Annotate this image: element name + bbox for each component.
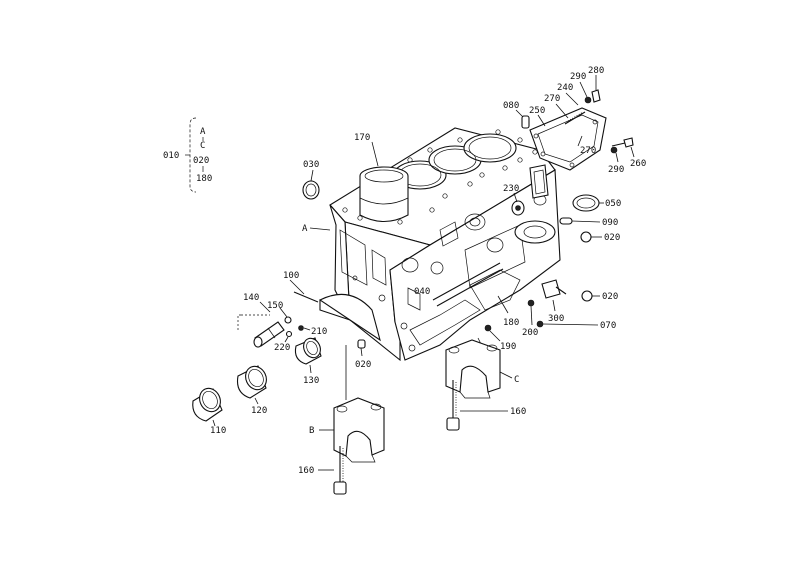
label-240: 240 [557,83,573,93]
label-160-right: 160 [510,407,526,417]
part-020-lower: 020 [355,339,371,370]
legend-group: 010 A C 020 180 [163,117,212,193]
label-020-middle: 020 [602,292,618,302]
label-290-lower: 290 [608,165,624,175]
label-260: 260 [630,159,646,169]
legend-item-c: C [200,141,205,151]
part-160-bolt-left: 160 [298,446,347,495]
label-270-lower: 270 [580,146,596,156]
part-020-middle: 020 [581,290,618,302]
label-140: 140 [243,293,259,303]
part-130-bushing: 130 [294,337,322,386]
label-100: 100 [283,271,299,281]
part-220: 220 [274,330,293,353]
part-100-pin: 100 [283,271,319,303]
legend-item-180: 180 [196,174,212,184]
part-210: 210 [298,325,327,337]
rear-cover-group: 080 250 270 240 290 280 270 290 260 [503,66,646,175]
part-160-bolt-right: 160 [446,380,526,431]
part-150: 150 [267,301,292,324]
label-a: A [302,224,308,234]
label-040: 040 [414,287,430,297]
label-300: 300 [548,314,564,324]
part-140-sensor: 140 [237,293,285,348]
label-180: 180 [503,318,519,328]
label-250: 250 [529,106,545,116]
label-170: 170 [354,133,370,143]
part-050-plug: 050 [572,194,621,212]
part-c-bearing-cap: C [445,339,519,399]
part-180: 180 [497,295,519,328]
label-230: 230 [503,184,519,194]
legend-item-020: 020 [193,156,209,166]
part-040-tube: 040 [414,262,504,307]
label-070: 070 [600,321,616,331]
label-270-upper: 270 [544,94,560,104]
part-190: 190 [484,324,516,352]
label-200: 200 [522,328,538,338]
legend-main-label: 010 [163,151,179,161]
label-110: 110 [210,426,226,436]
part-110-bushing: 110 [192,387,226,436]
label-120: 120 [251,406,267,416]
label-190: 190 [500,342,516,352]
cylinder-block [318,127,561,362]
part-070: 070 [536,320,616,331]
part-120-bushing: 120 [236,365,267,416]
part-020-upper: 020 [580,231,620,243]
label-220: 220 [274,343,290,353]
label-160-left: 160 [298,466,314,476]
label-c: C [514,375,519,385]
label-290-upper: 290 [570,72,586,82]
label-020-upper: 020 [604,233,620,243]
part-030-plug: 030 [302,160,320,200]
label-210: 210 [311,327,327,337]
label-090: 090 [602,218,618,228]
part-230: 230 [503,184,525,216]
part-300-sender: 300 [541,279,567,324]
label-b: B [309,426,314,436]
label-130: 130 [303,376,319,386]
part-200: 200 [522,299,538,338]
part-b-bearing-cap: B [309,397,385,463]
label-050: 050 [605,199,621,209]
label-150: 150 [267,301,283,311]
label-080: 080 [503,101,519,111]
part-090: 090 [559,217,618,228]
label-280: 280 [588,66,604,76]
marker-a: A [302,224,331,234]
side-housing [514,164,556,244]
label-030: 030 [303,160,319,170]
part-170-cylinder-liner: 170 [354,133,409,223]
label-020-lower: 020 [355,360,371,370]
legend-item-a: A [200,127,206,137]
